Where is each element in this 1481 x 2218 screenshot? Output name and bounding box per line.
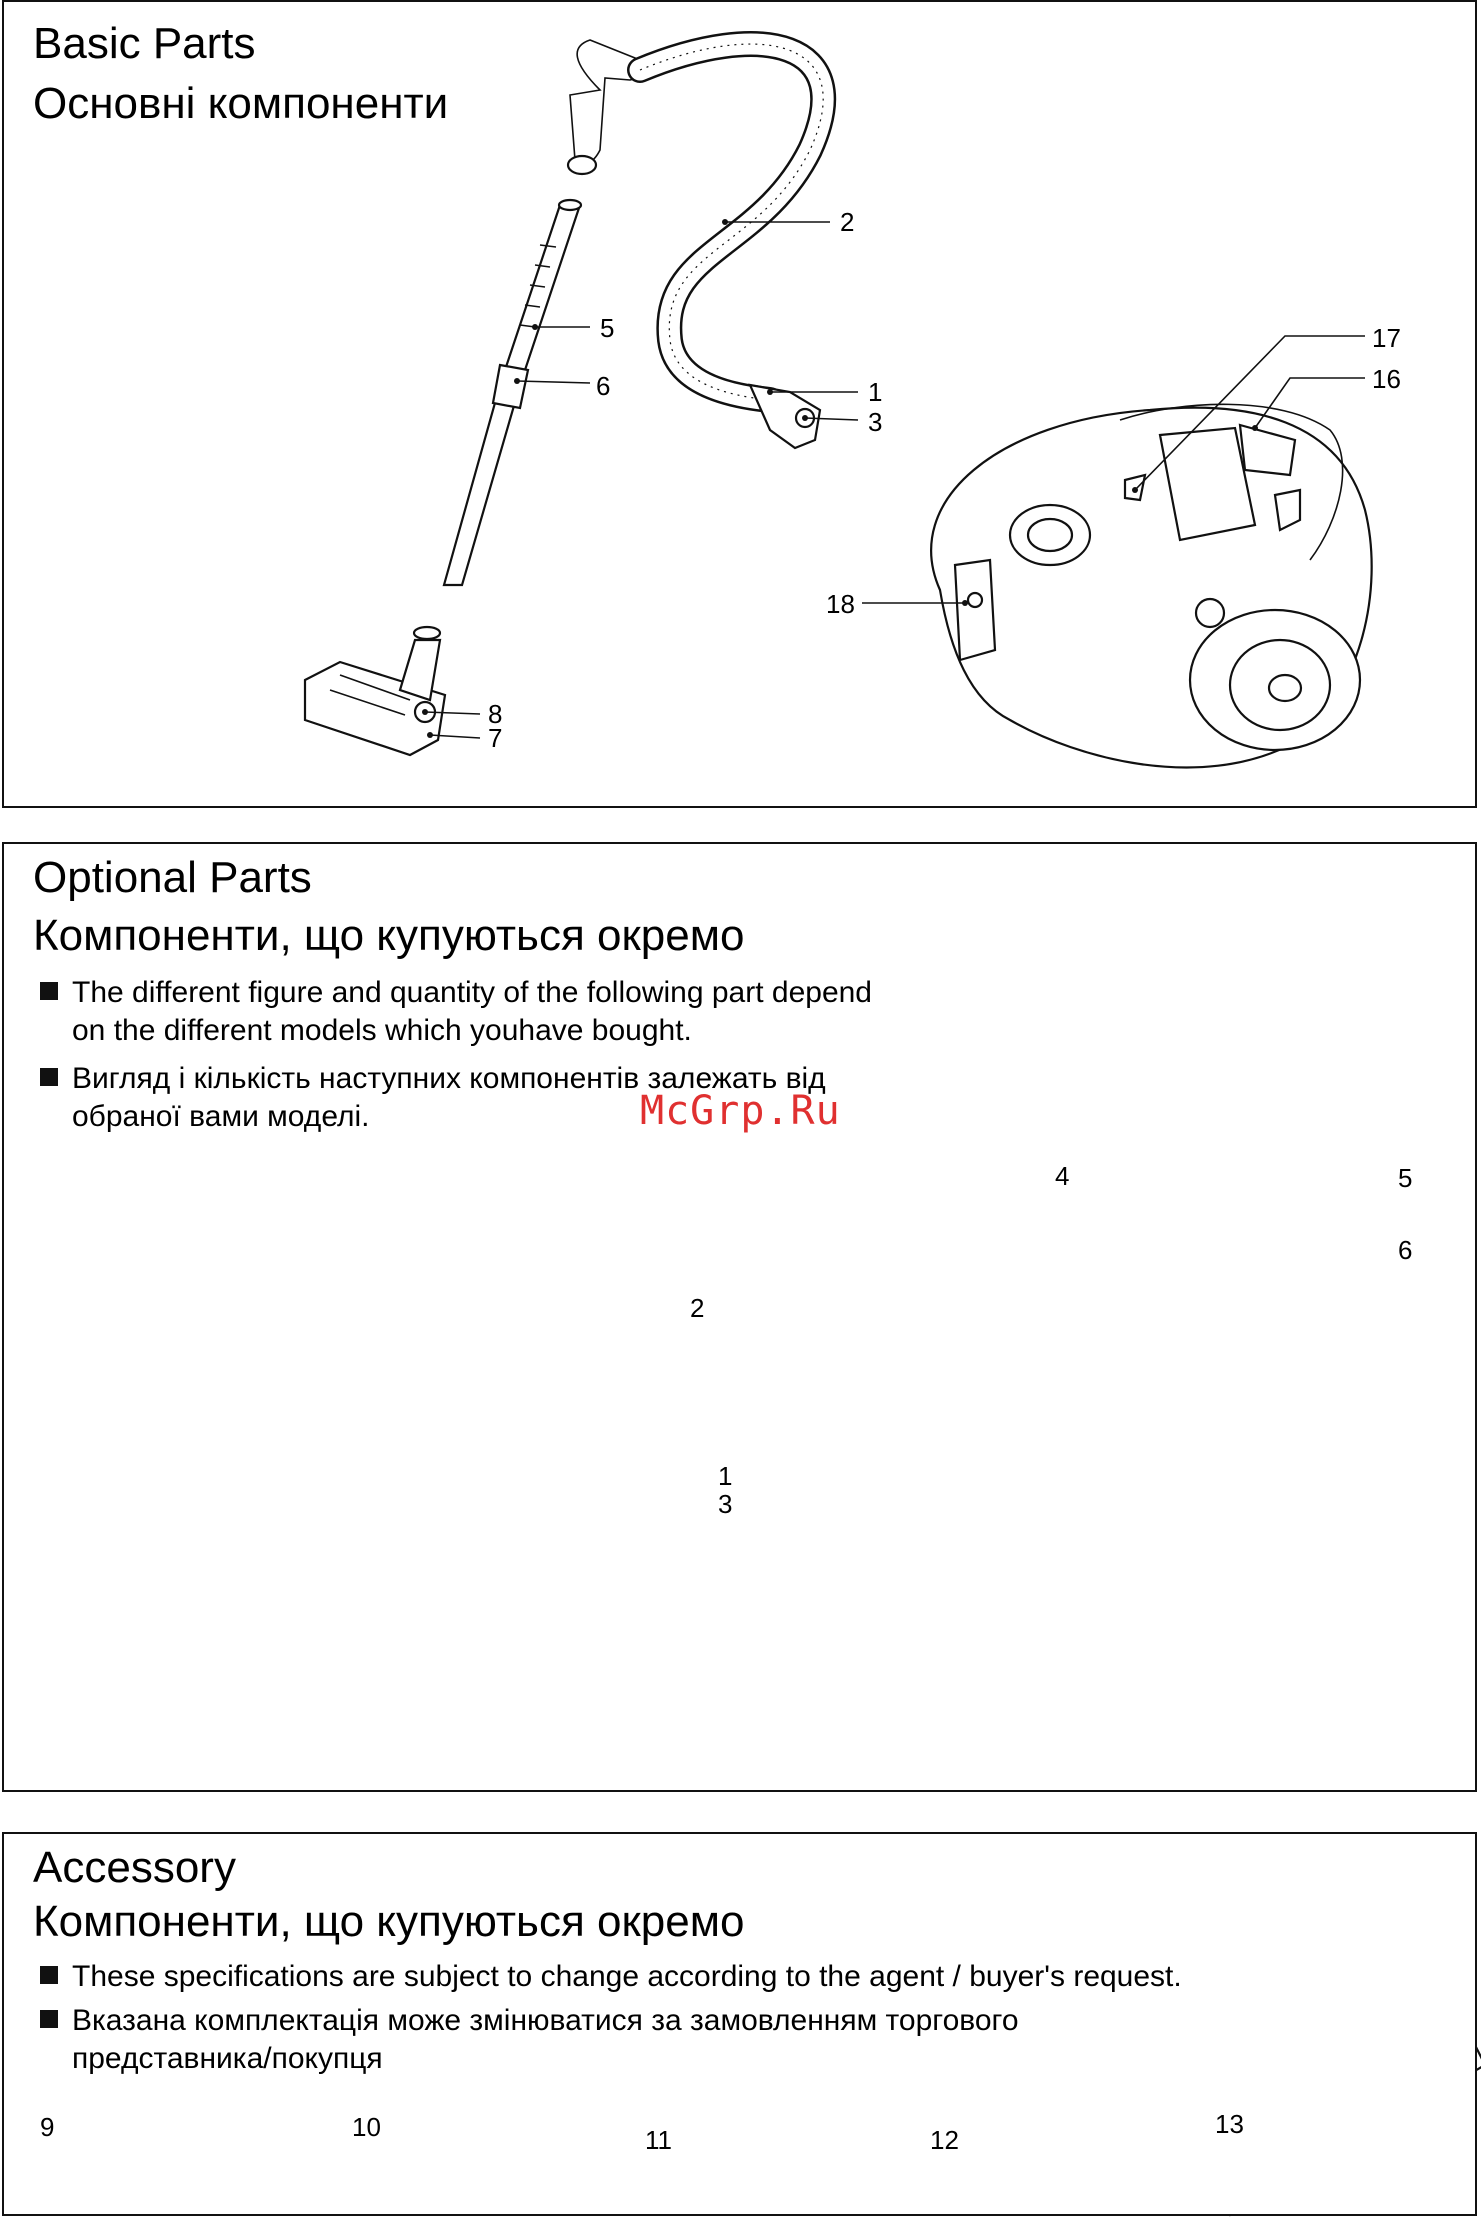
callout-7: 7 [488, 723, 503, 753]
bullet-square-icon [40, 1966, 58, 1984]
callout-18: 18 [826, 589, 855, 619]
accessory-panel [2, 1832, 1477, 2216]
optional-note-en: The different figure and quantity of the… [40, 974, 872, 1050]
opt-callout-4: 4 [1055, 1161, 1070, 1191]
optional-parts-title-uk: Компоненти, що купуються окремо [33, 911, 745, 960]
optional-parts-title-en: Optional Parts [33, 853, 312, 902]
watermark-text: McGrp.Ru [640, 1088, 841, 1134]
callout-1: 1 [868, 377, 883, 407]
callout-5: 5 [600, 313, 615, 343]
accessory-note-en: These specifications are subject to chan… [40, 1958, 1182, 1996]
bullet-square-icon [40, 982, 58, 1000]
basic-parts-title-uk: Основні компоненти [33, 79, 449, 128]
callout-16: 16 [1372, 364, 1401, 394]
floor-brush-illustration [303, 625, 447, 757]
opt-callout-6: 6 [1398, 1235, 1413, 1265]
opt-callout-5: 5 [1398, 1163, 1413, 1193]
bullet-square-icon [40, 2010, 58, 2028]
opt-callout-1: 1 [718, 1461, 733, 1491]
opt-callout-3: 3 [718, 1489, 733, 1519]
accessory-note-uk: Вказана комплектація може змінюватися за… [40, 2002, 1019, 2078]
accessory-title-uk: Компоненти, що купуються окремо [33, 1897, 745, 1946]
telescopic-tube-illustration [442, 198, 583, 587]
callout-17: 17 [1372, 323, 1401, 353]
opt-callout-2: 2 [690, 1293, 705, 1323]
callout-3: 3 [868, 407, 883, 437]
optional-parts-panel [2, 842, 1477, 1792]
vacuum-body-illustration [930, 403, 1373, 769]
acc-callout-10: 10 [352, 2112, 381, 2142]
hose-illustration [566, 31, 836, 450]
optional-note-uk: Вигляд і кількість наступних компонентів… [40, 1060, 826, 1136]
acc-callout-11: 11 [645, 2125, 672, 2155]
callout-6: 6 [596, 371, 611, 401]
bullet-square-icon [40, 1068, 58, 1086]
accessory-title-en: Accessory [33, 1843, 236, 1892]
basic-parts-title-en: Basic Parts [33, 19, 256, 68]
acc-callout-13: 13 [1215, 2109, 1244, 2139]
acc-callout-9: 9 [40, 2112, 55, 2142]
acc-callout-12: 12 [930, 2125, 959, 2155]
callout-2: 2 [840, 207, 855, 237]
callout-8: 8 [488, 699, 503, 729]
